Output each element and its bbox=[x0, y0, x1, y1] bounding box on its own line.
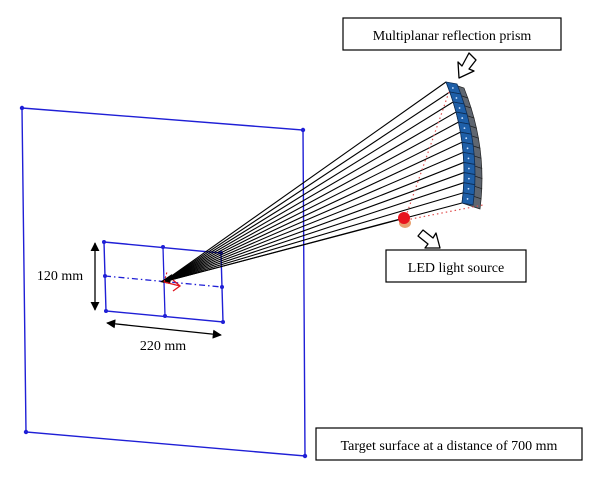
prism-segment-dot bbox=[463, 127, 466, 130]
rect-dot bbox=[161, 245, 165, 249]
led-label-box bbox=[385, 249, 527, 283]
rect-dot bbox=[221, 320, 225, 324]
prism-callout: Multiplanar reflection prism bbox=[342, 17, 562, 79]
rect-dot bbox=[103, 274, 107, 278]
led-callout: LED light source bbox=[385, 229, 527, 283]
light-ray bbox=[162, 141, 463, 283]
width-dimension: 220 mm bbox=[106, 319, 222, 354]
light-ray bbox=[162, 131, 461, 283]
target-center-axes bbox=[163, 271, 182, 292]
prism-segment-dot bbox=[451, 87, 454, 89]
prism-segment-dot bbox=[467, 187, 470, 190]
light-ray bbox=[162, 151, 464, 283]
prism-segment-dot bbox=[466, 198, 469, 200]
target-label: Target surface at a distance of 700 mm bbox=[341, 439, 558, 454]
width-dimension-arrow bbox=[106, 319, 222, 339]
light-ray bbox=[162, 182, 464, 283]
prism-segment-dot bbox=[466, 147, 469, 150]
rect-dot bbox=[102, 240, 106, 244]
prism-pointer-arrow bbox=[457, 52, 477, 79]
corner-dot bbox=[300, 127, 306, 133]
corner-dot bbox=[23, 429, 29, 435]
prism-label-box bbox=[342, 17, 562, 51]
light-ray bbox=[162, 111, 457, 283]
ray-convergence-arrowhead bbox=[160, 274, 172, 284]
light-ray bbox=[162, 81, 447, 283]
prism-label: Multiplanar reflection prism bbox=[373, 29, 532, 44]
prism-segment-dot bbox=[455, 97, 458, 99]
led-light-source bbox=[398, 212, 411, 228]
prism-segment-dot bbox=[461, 117, 464, 119]
corner-dot bbox=[302, 453, 308, 459]
corner-dot bbox=[19, 105, 25, 111]
target-surface bbox=[19, 105, 308, 459]
guide-lines bbox=[405, 91, 484, 221]
prism-segment-dot bbox=[458, 107, 461, 109]
rect-dot bbox=[220, 285, 224, 289]
light-ray bbox=[162, 121, 459, 283]
prism-segment-dot bbox=[467, 177, 470, 180]
red-arrowhead bbox=[172, 279, 182, 292]
prism-segment-dot bbox=[465, 137, 468, 140]
led-dome bbox=[398, 212, 410, 224]
multiplanar-prism bbox=[445, 81, 483, 210]
light-rays bbox=[160, 81, 465, 284]
rect-dot bbox=[104, 309, 108, 313]
height-dimension-label: 120 mm bbox=[37, 269, 83, 284]
prism-segment-dot bbox=[467, 157, 470, 160]
red-axis-arrow bbox=[163, 271, 168, 283]
target-callout: Target surface at a distance of 700 mm bbox=[315, 427, 583, 461]
light-ray bbox=[162, 91, 451, 283]
light-ray bbox=[162, 172, 465, 283]
light-ray bbox=[162, 217, 405, 283]
width-dimension-label: 220 mm bbox=[140, 339, 186, 354]
prism-segment-dot bbox=[467, 167, 470, 170]
led-pointer-arrow bbox=[417, 229, 441, 249]
light-ray bbox=[162, 161, 464, 283]
light-ray bbox=[162, 101, 454, 283]
target-label-box bbox=[315, 427, 583, 461]
led-label: LED light source bbox=[408, 261, 504, 276]
rect-dot bbox=[163, 314, 167, 318]
height-dimension: 120 mm bbox=[37, 242, 100, 311]
red-axis-arrow bbox=[163, 281, 181, 287]
light-ray bbox=[162, 192, 464, 283]
dotted-guide-vertical bbox=[405, 91, 450, 217]
